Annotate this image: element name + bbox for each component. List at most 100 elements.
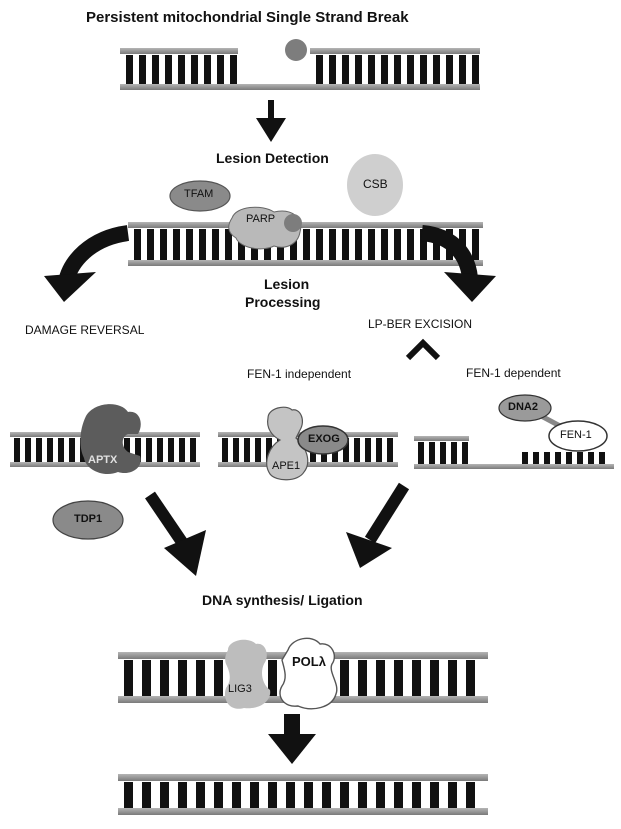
dna-rung bbox=[466, 782, 475, 808]
fen1-label: FEN-1 bbox=[560, 429, 592, 441]
dna-rung bbox=[429, 442, 435, 464]
lig3-protein bbox=[224, 639, 271, 709]
dna-rung bbox=[407, 55, 414, 84]
dna-rung bbox=[250, 782, 259, 808]
csb-protein bbox=[347, 154, 403, 216]
dna-rung bbox=[566, 452, 572, 464]
dna-rung bbox=[472, 55, 479, 84]
broken-end-icon bbox=[285, 39, 307, 61]
dna-rung bbox=[165, 55, 172, 84]
bidirectional-arrow-icon bbox=[405, 338, 441, 361]
dna-rung bbox=[286, 782, 295, 808]
dna-rung bbox=[387, 438, 393, 462]
dna-rung bbox=[142, 660, 151, 696]
dna-rung bbox=[36, 438, 42, 462]
dna-rung bbox=[124, 782, 133, 808]
dna-rung bbox=[420, 229, 427, 260]
dna-rung bbox=[533, 452, 539, 464]
branch-fen1-dependent: FEN-1 dependent bbox=[466, 366, 561, 380]
dna-rung bbox=[233, 438, 239, 462]
dna-rung bbox=[173, 229, 180, 260]
dna-rung bbox=[199, 229, 206, 260]
dna-rung bbox=[14, 438, 20, 462]
dna-rung bbox=[196, 660, 205, 696]
dna-rung bbox=[555, 452, 561, 464]
dna-rung bbox=[354, 438, 360, 462]
dna-rung bbox=[212, 229, 219, 260]
ape1-protein bbox=[266, 406, 309, 481]
dna-rung bbox=[134, 229, 141, 260]
dna-rung bbox=[244, 438, 250, 462]
dna-rung bbox=[472, 229, 479, 260]
dna-rung bbox=[204, 55, 211, 84]
dna-rung bbox=[459, 55, 466, 84]
dna-rung bbox=[25, 438, 31, 462]
dna-rung bbox=[290, 229, 297, 260]
dna-rung bbox=[135, 438, 141, 462]
dna-rung bbox=[355, 229, 362, 260]
dna-rung bbox=[179, 438, 185, 462]
dna-rung bbox=[316, 229, 323, 260]
dna-rung bbox=[381, 229, 388, 260]
step-lesion-detection: Lesion Detection bbox=[216, 150, 329, 166]
dna-rung bbox=[588, 452, 594, 464]
dna-rung bbox=[430, 782, 439, 808]
dna-rung bbox=[178, 660, 187, 696]
dna-rung bbox=[69, 438, 75, 462]
dna-rung bbox=[394, 229, 401, 260]
dna-ape1-exog bbox=[218, 406, 398, 481]
dna-rung bbox=[420, 55, 427, 84]
dna-rung bbox=[340, 782, 349, 808]
branch-damage-reversal: DAMAGE REVERSAL bbox=[25, 323, 145, 337]
dna-rung bbox=[268, 660, 277, 696]
dna-rung bbox=[394, 55, 401, 84]
dna-rung bbox=[394, 660, 403, 696]
broken-end-icon bbox=[284, 214, 302, 232]
dna-rung bbox=[418, 442, 424, 464]
dna-rung bbox=[190, 438, 196, 462]
parp-protein bbox=[228, 206, 302, 250]
dna-rung bbox=[191, 55, 198, 84]
dna-rung bbox=[376, 660, 385, 696]
dna-rung bbox=[381, 55, 388, 84]
dna-rung bbox=[146, 438, 152, 462]
dna-rung bbox=[407, 229, 414, 260]
dna-rung bbox=[196, 782, 205, 808]
dna-rung bbox=[544, 452, 550, 464]
dna-rung bbox=[412, 782, 421, 808]
tfam-label: TFAM bbox=[184, 188, 214, 200]
arrow-down-1 bbox=[256, 100, 286, 142]
tdp1-label: TDP1 bbox=[74, 513, 103, 525]
dna2-label: DNA2 bbox=[508, 401, 538, 413]
dna-rung bbox=[433, 55, 440, 84]
dna-rung bbox=[304, 782, 313, 808]
dna-rung bbox=[124, 660, 133, 696]
branch-lp-ber: LP-BER EXCISION bbox=[368, 317, 473, 331]
dna-rung bbox=[47, 438, 53, 462]
dna-rung bbox=[126, 55, 133, 84]
dna-rung bbox=[462, 442, 468, 464]
dna-rung bbox=[58, 438, 64, 462]
dna-rung bbox=[342, 229, 349, 260]
dna-rung bbox=[446, 55, 453, 84]
dna-rung bbox=[599, 452, 605, 464]
arrow-converge-left bbox=[145, 491, 206, 576]
dna-rung bbox=[329, 229, 336, 260]
dna-rung bbox=[466, 660, 475, 696]
dna-rung bbox=[368, 55, 375, 84]
dna-rung bbox=[522, 452, 528, 464]
dna-rung bbox=[376, 782, 385, 808]
dna-rung bbox=[303, 229, 310, 260]
diagram-title: Persistent mitochondrial Single Strand B… bbox=[86, 9, 409, 26]
dna-rung bbox=[433, 229, 440, 260]
tdp1-protein bbox=[52, 500, 124, 540]
dna-rung bbox=[268, 782, 277, 808]
dna-rung bbox=[142, 782, 151, 808]
dna-rung bbox=[232, 782, 241, 808]
dna2-protein bbox=[498, 394, 552, 422]
dna-repaired bbox=[118, 774, 488, 815]
dna-aptx bbox=[10, 404, 200, 475]
dna-rung bbox=[358, 782, 367, 808]
dna-rung bbox=[365, 438, 371, 462]
